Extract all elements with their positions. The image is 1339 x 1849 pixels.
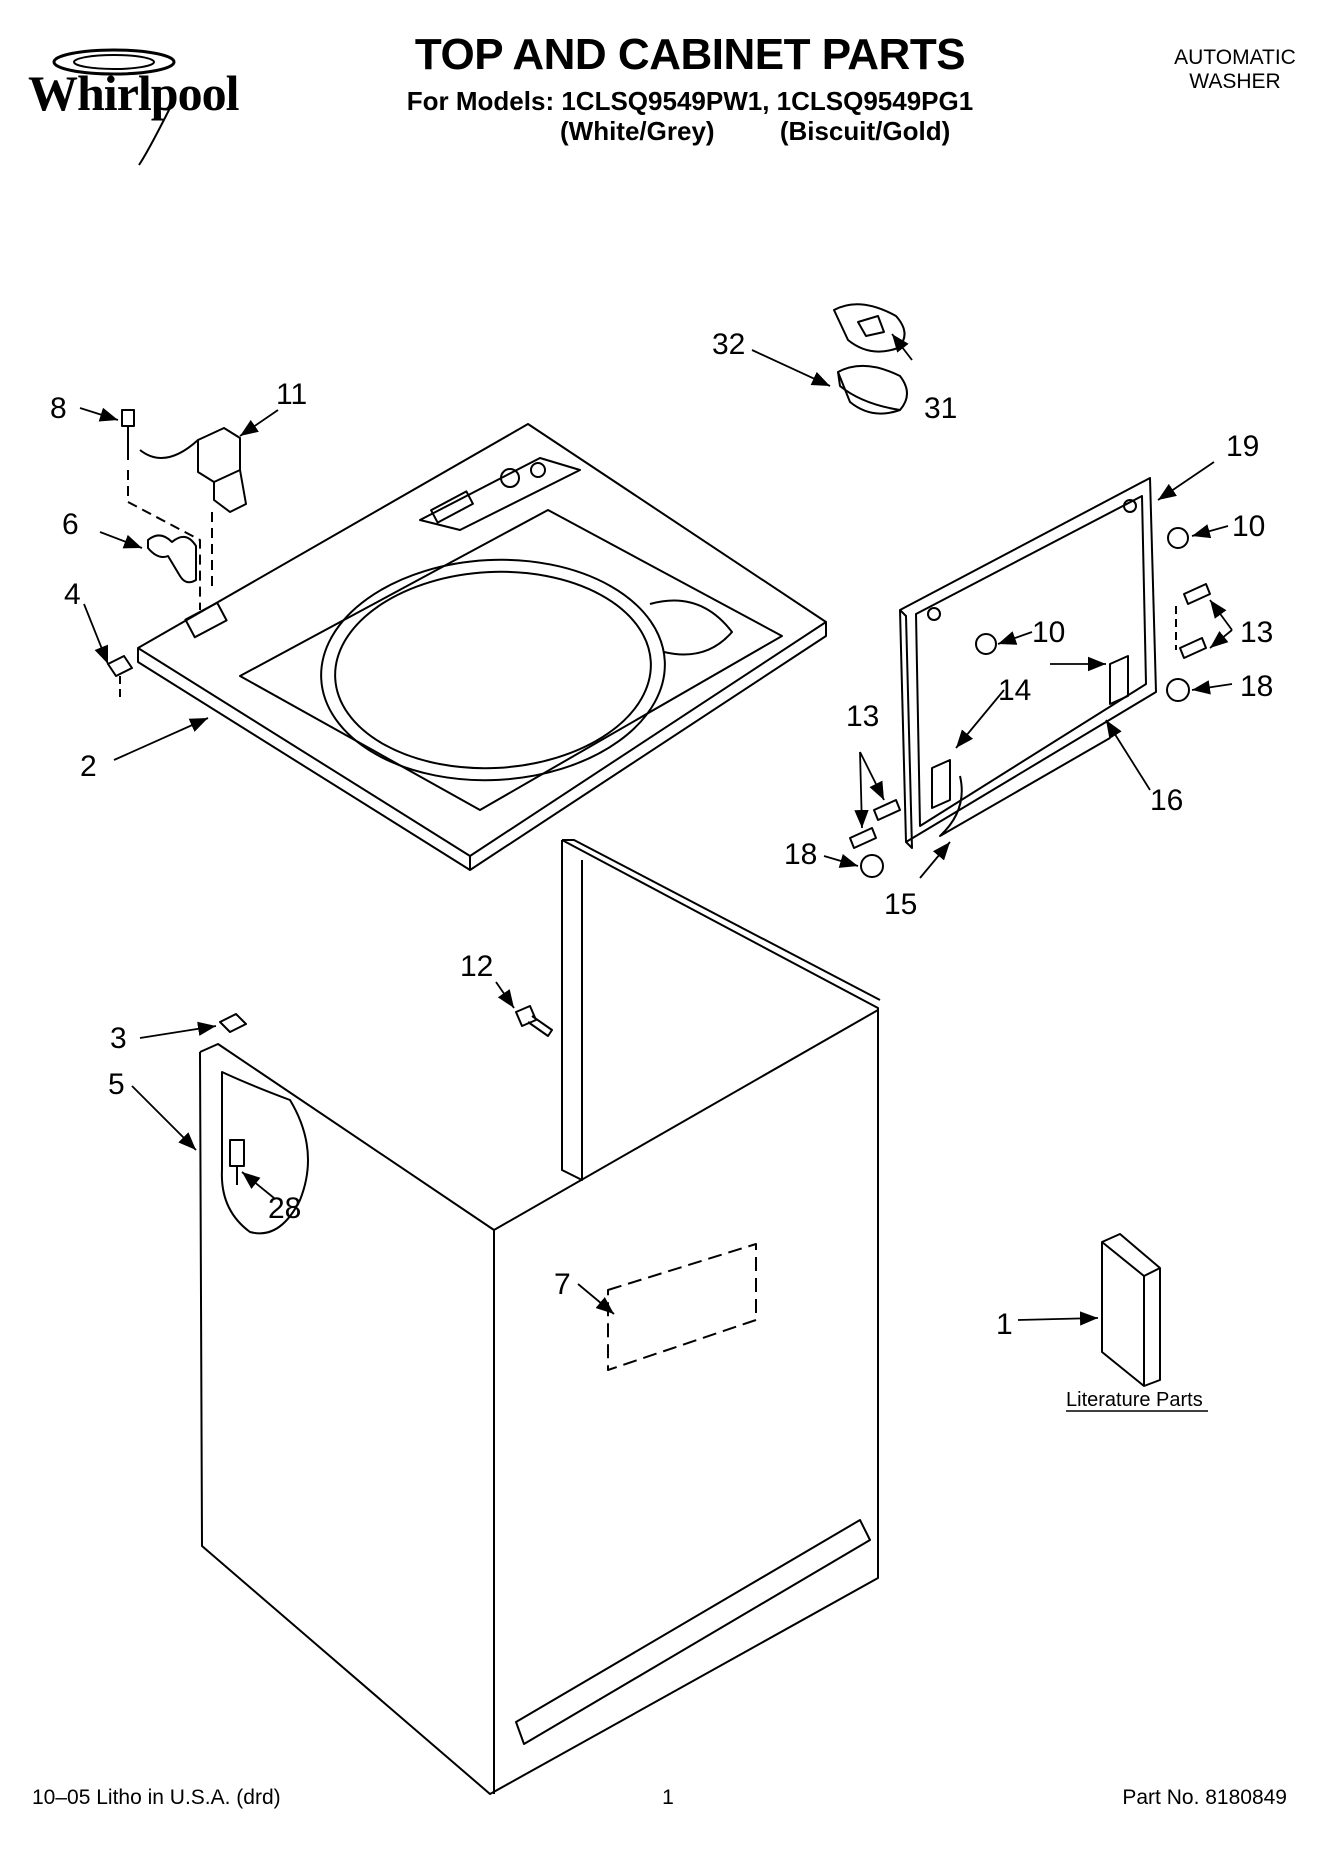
callout-18-right: 18 [1240,670,1273,703]
callout-14: 14 [998,674,1031,707]
callout-31: 31 [924,392,957,425]
callout-12: 12 [460,950,493,983]
callout-labels: 8 11 6 4 2 3 5 28 12 7 1 32 31 19 10 10 … [50,328,1273,1411]
callout-8: 8 [50,392,67,425]
literature-parts-label: Literature Parts [1066,1389,1203,1411]
page-number: 1 [662,1786,674,1809]
hinge-screw [849,827,877,849]
clip-nut [107,655,133,677]
bleach-dispenser [833,303,908,415]
callout-4: 4 [64,578,81,611]
callout-5: 5 [108,1068,125,1101]
callout-13-left: 13 [846,700,879,733]
callout-13-right: 13 [1240,616,1273,649]
variant-biscuit-gold: (Biscuit/Gold) [779,116,951,146]
variant-white-grey: (White/Grey) [560,116,715,146]
lid-bumper [1167,527,1189,549]
callout-19: 19 [1226,430,1259,463]
callout-28: 28 [268,1192,301,1225]
appliance-type-line1: AUTOMATIC [1174,46,1296,69]
washer-lid [899,477,1157,849]
lid-switch-assembly [121,409,247,610]
lid-bumper [975,633,997,655]
callout-11: 11 [276,378,307,411]
page-title: TOP AND CABINET PARTS [414,30,966,79]
model-numbers: For Models: 1CLSQ9549PW1, 1CLSQ9549PG1 [406,86,974,116]
callout-1: 1 [996,1308,1013,1341]
whirlpool-logo-swirl-icon [52,48,176,166]
hinge-screw [1183,583,1211,605]
hinge-clip [147,534,197,584]
color-variants: (White/Grey) (Biscuit/Gold) [560,116,950,147]
hinge-spacer [860,854,884,878]
literature-packet [1101,1233,1161,1387]
callout-2: 2 [80,750,97,783]
part-number: Part No. 8180849 [1122,1786,1287,1809]
callout-32: 32 [712,328,745,361]
callout-16: 16 [1150,784,1183,817]
callout-10-lid: 10 [1032,616,1065,649]
callout-10-top: 10 [1232,510,1265,543]
hinge-screw [873,799,901,821]
appliance-type: AUTOMATIC WASHER [1160,46,1310,94]
litho-info: 10–05 Litho in U.S.A. (drd) [32,1786,281,1809]
washer-top-panel [137,423,827,871]
cabinet-nut [219,1013,247,1033]
hinge-screw [1179,637,1207,659]
callout-15: 15 [884,888,917,921]
cabinet-screw [515,1005,553,1037]
callout-6: 6 [62,508,79,541]
callout-18-left: 18 [784,838,817,871]
washer-cabinet [199,839,881,1795]
brand-logo: Whirlpool [28,65,239,121]
appliance-type-line2: WASHER [1189,70,1281,93]
callout-7: 7 [554,1268,571,1301]
callout-3: 3 [110,1022,127,1055]
hinge-spacer [1166,678,1190,702]
